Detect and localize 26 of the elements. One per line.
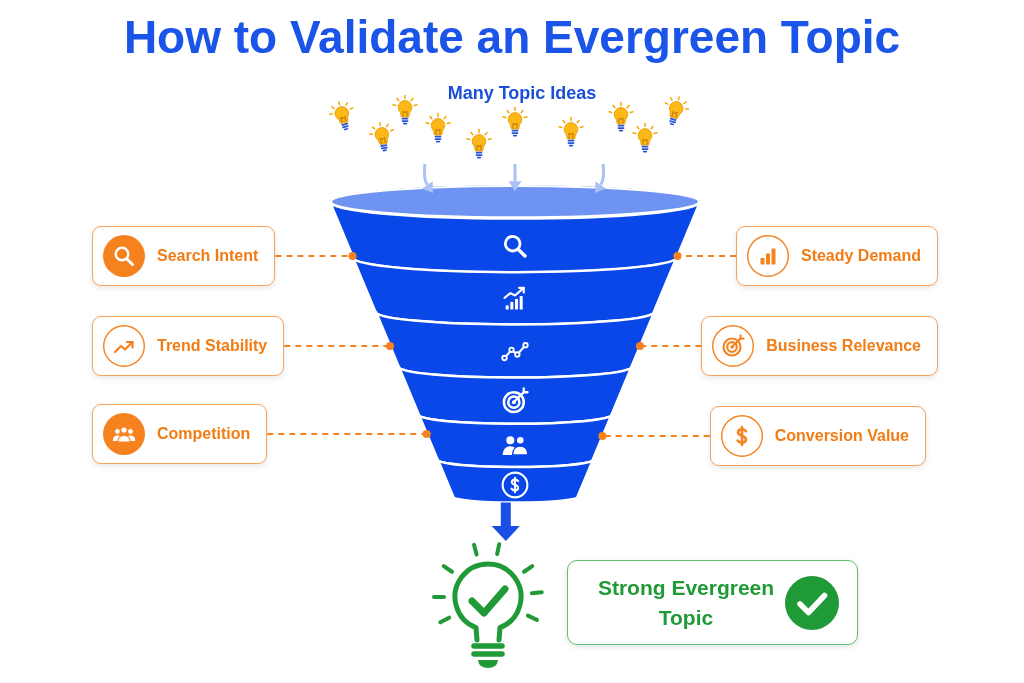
criterion-label: Search Intent (157, 246, 259, 266)
arrow (508, 164, 522, 192)
criterion-label: Competition (157, 424, 251, 444)
criterion-label: Conversion Value (774, 426, 909, 446)
arrow (595, 163, 607, 194)
criterion-card (735, 226, 938, 286)
leader-line (266, 429, 431, 439)
criterion-card (709, 406, 926, 466)
leader-line (635, 341, 703, 351)
criterion-label: Business Relevance (766, 336, 921, 356)
arrow (491, 502, 520, 541)
ideas-heading: Many Topic Ideas (447, 82, 597, 104)
criterion-card (701, 316, 938, 376)
criterion-card (92, 404, 268, 464)
leader-line (673, 251, 737, 261)
criterion-label: Steady Demand (800, 246, 921, 266)
result-label: Strong Evergreen Topic (596, 574, 776, 631)
leader-line (598, 431, 711, 441)
arrow (421, 163, 433, 194)
criterion-card (92, 226, 276, 286)
leader-line (283, 341, 395, 351)
title: How to Validate an Evergreen Topic (123, 10, 901, 64)
leader-line (274, 251, 357, 261)
result-card (567, 560, 858, 645)
criterion-card (92, 316, 285, 376)
criterion-label: Trend Stability (157, 336, 268, 356)
